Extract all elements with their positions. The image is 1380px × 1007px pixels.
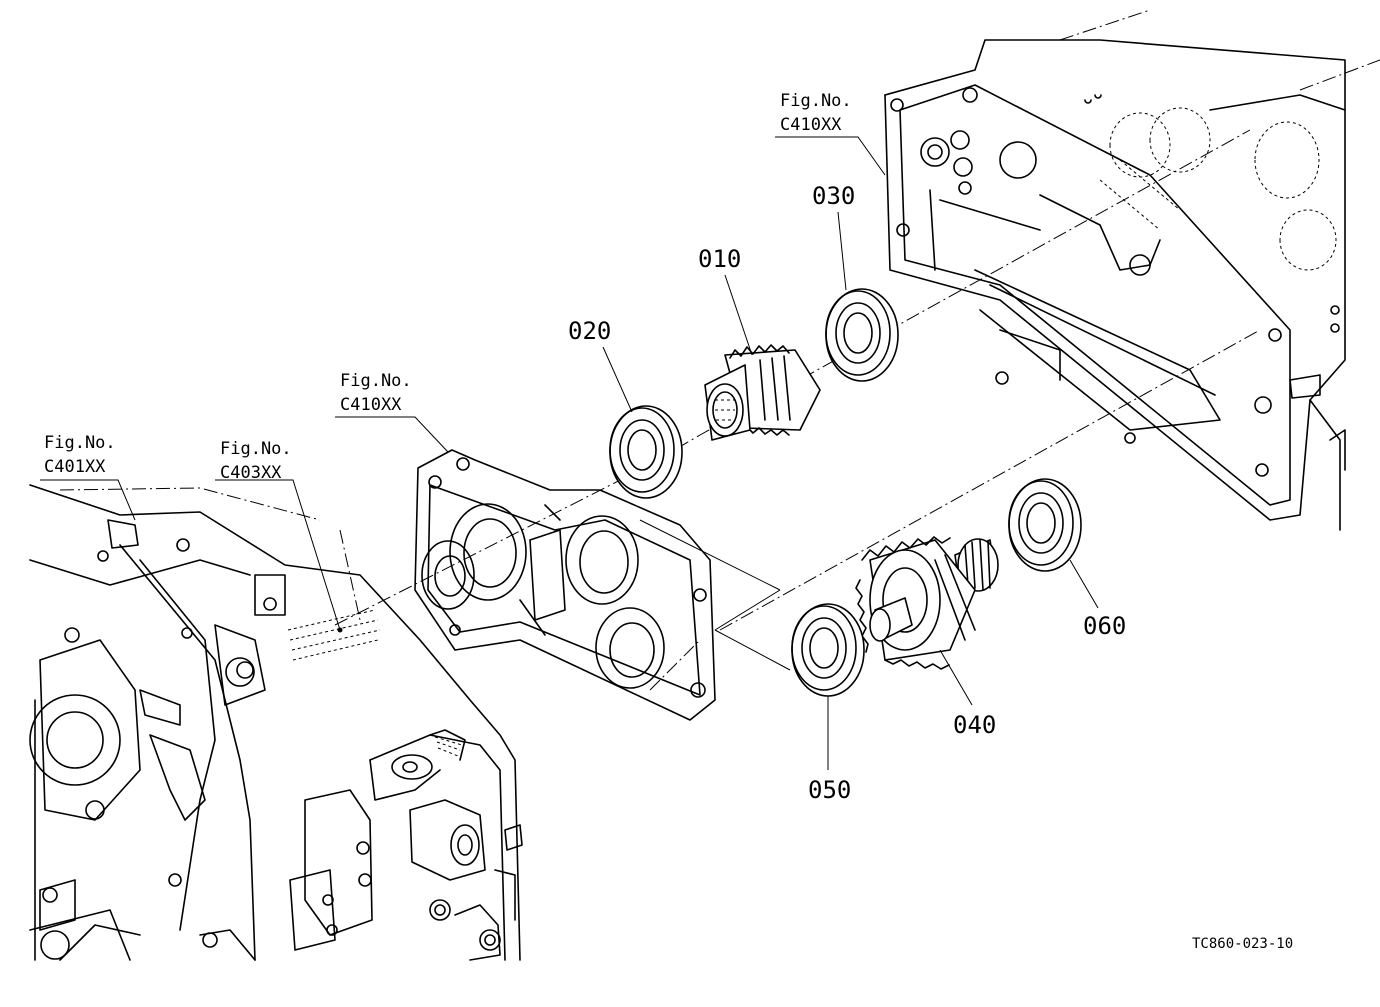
part-label-010: 010: [698, 245, 741, 273]
middle-cover-plate: [414, 449, 716, 721]
bearing-020: [609, 405, 683, 499]
bearing-060: [1008, 478, 1082, 572]
fig-ref-left2: C403XX: [220, 463, 282, 483]
part-label-050: 050: [808, 776, 851, 804]
part-label-060: 060: [1083, 612, 1126, 640]
bearing-050: [791, 603, 865, 697]
gear-010: [704, 344, 821, 441]
fig-label-left: Fig.No.: [44, 433, 116, 453]
hatched-shaft-section: [287, 609, 381, 661]
right-transmission-case: [884, 39, 1346, 531]
axis-lines: [59, 9, 1380, 691]
part-label-020: 020: [568, 317, 611, 345]
gear-shaft-040: [855, 536, 999, 670]
part-label-030: 030: [812, 182, 855, 210]
fig-ref-right: C410XX: [780, 115, 842, 135]
left-transmission-case: [29, 484, 521, 961]
part-label-040: 040: [953, 711, 996, 739]
fig-label-middle: Fig.No.: [340, 371, 412, 391]
fig-label-right: Fig.No.: [780, 91, 852, 111]
lower-valve-housing: [289, 729, 523, 961]
fig-ref-middle: C410XX: [340, 395, 402, 415]
drawing-code: TC860-023-10: [1192, 936, 1293, 952]
fig-ref-left: C401XX: [44, 457, 106, 477]
fig-label-left2: Fig.No.: [220, 439, 292, 459]
part-number-labels: 020 010 030 060 040 050: [568, 182, 1126, 804]
bearing-030: [825, 288, 899, 382]
figure-reference-labels: Fig.No. C410XX Fig.No. C410XX Fig.No. C4…: [44, 91, 852, 483]
leader-lines: [40, 136, 1099, 770]
